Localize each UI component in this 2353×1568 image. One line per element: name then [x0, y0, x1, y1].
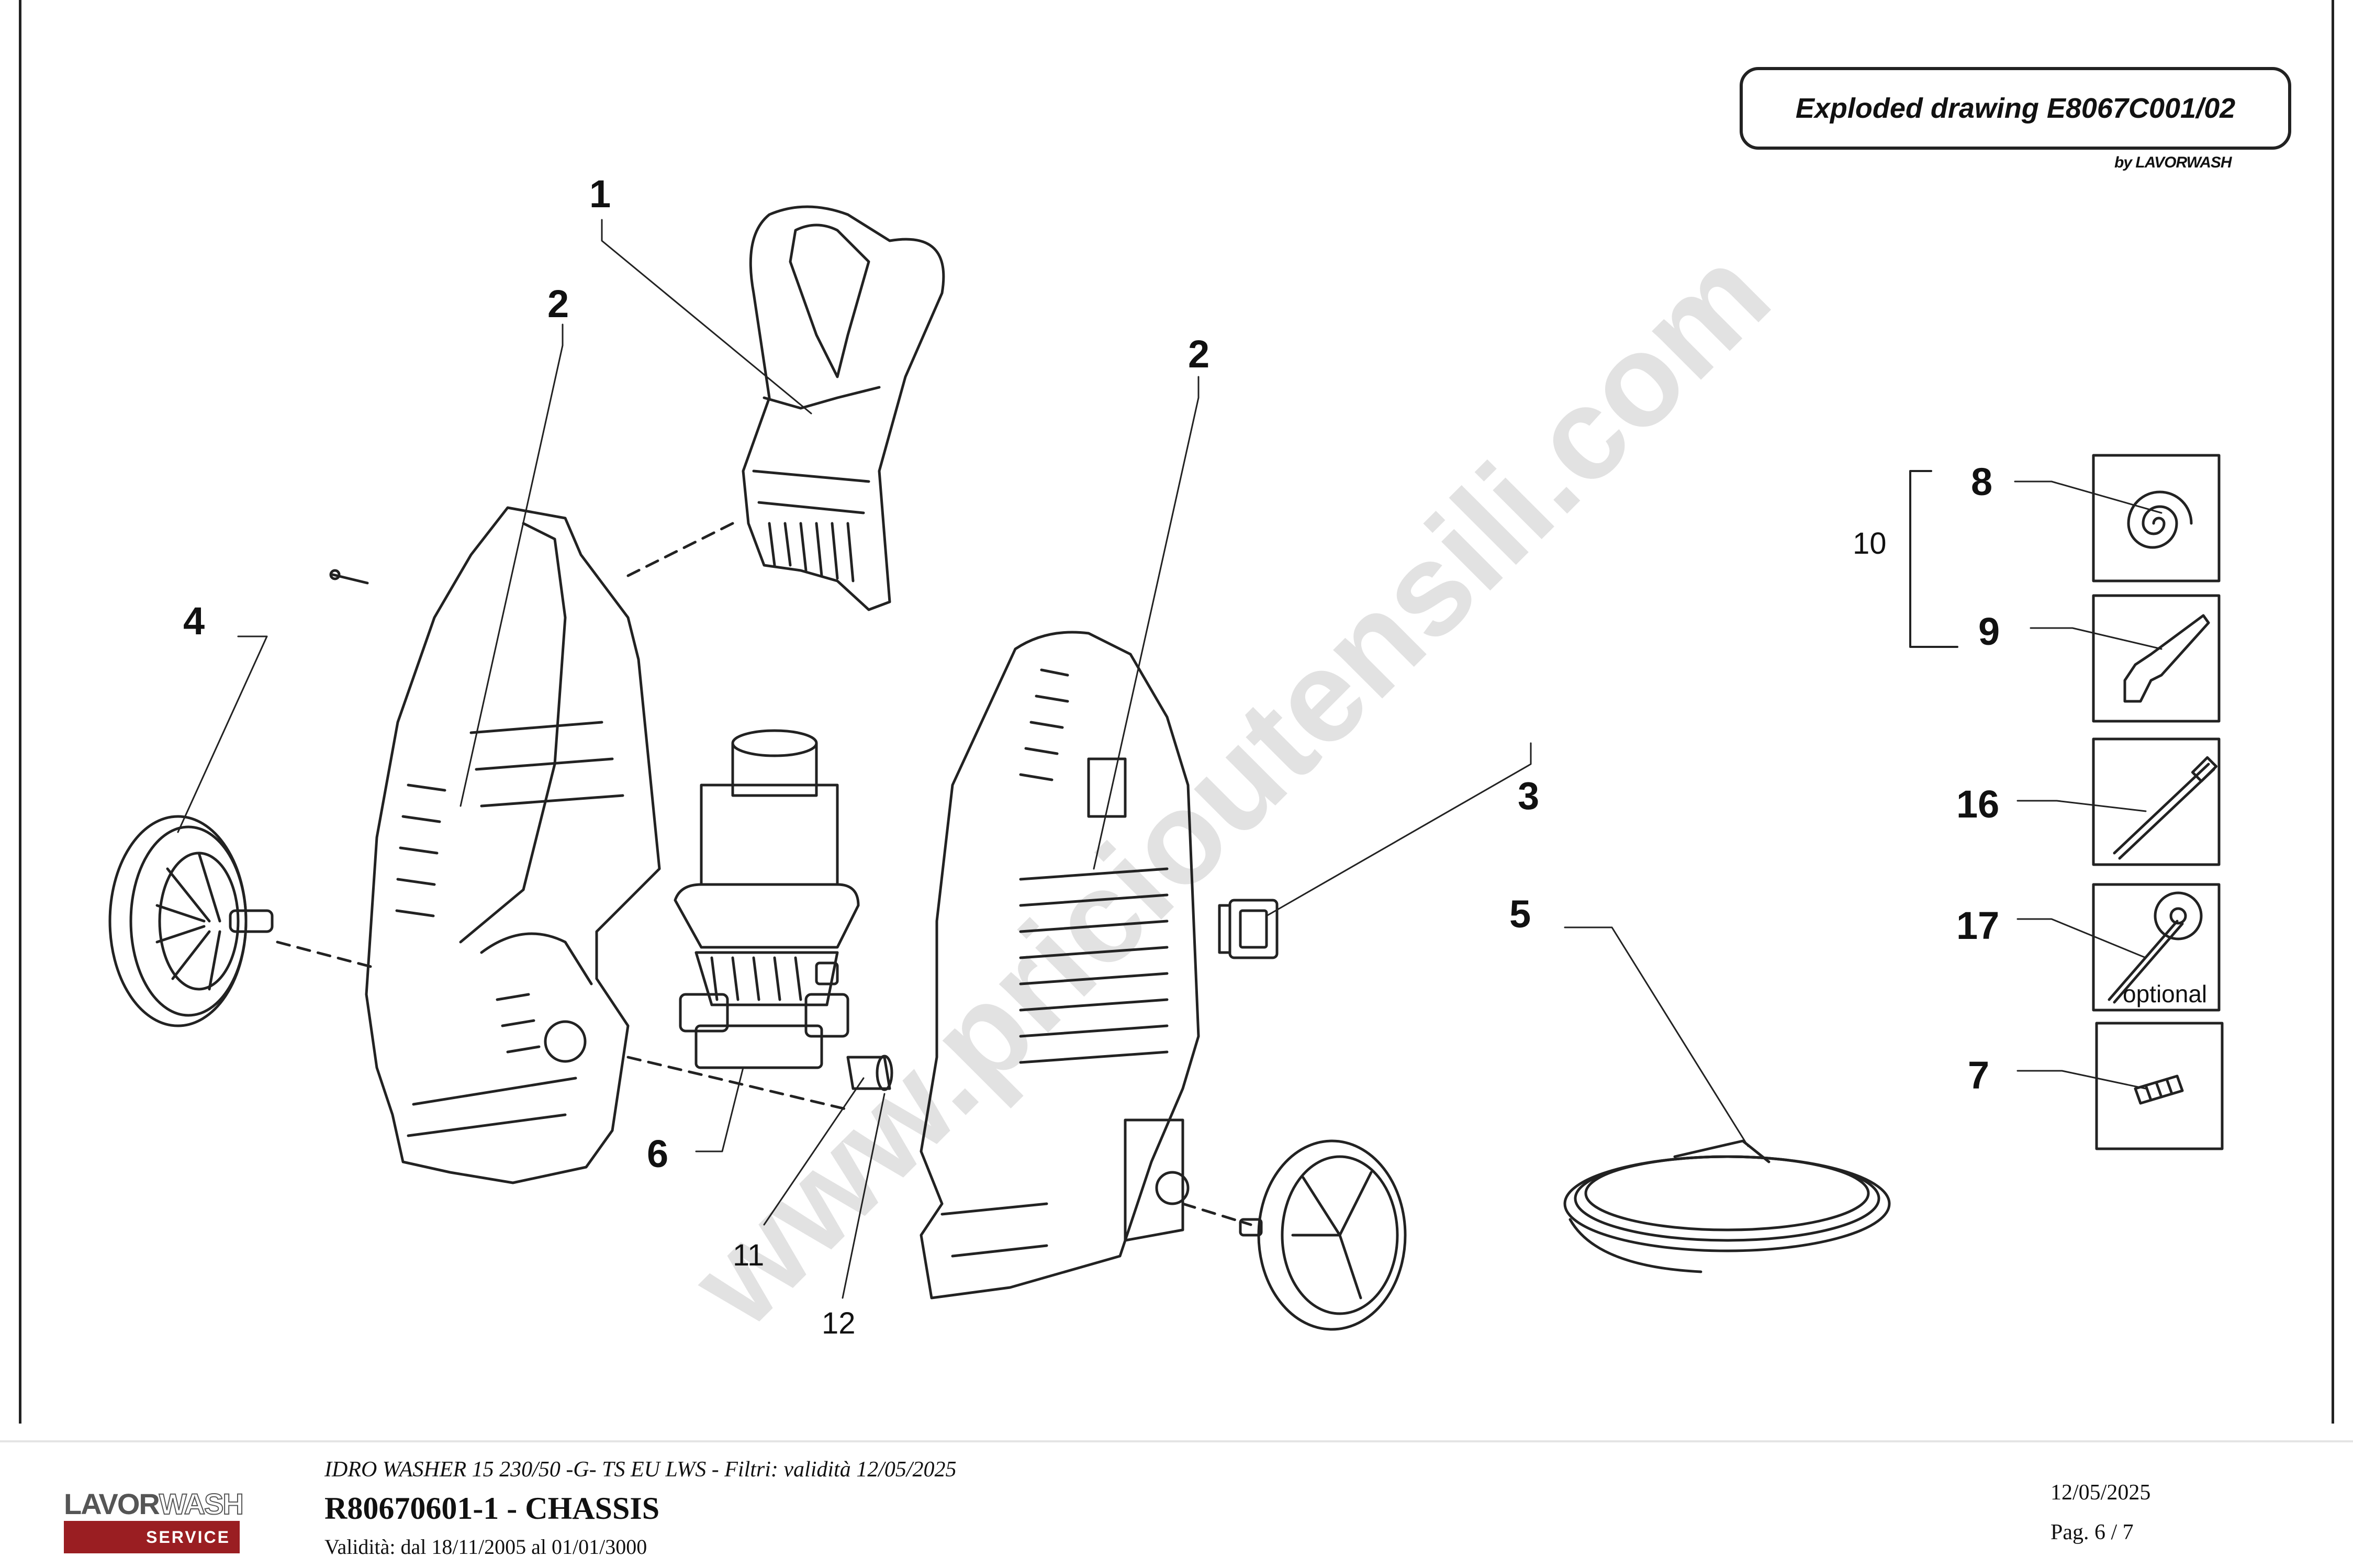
print-date: 12/05/2025	[2051, 1481, 2151, 1505]
callout-2b: 2	[1188, 332, 1210, 376]
accessory-box-17	[2092, 883, 2221, 1012]
section-code: R80670601-1 - CHASSIS	[324, 1491, 660, 1526]
callout-8: 8	[1971, 460, 1993, 503]
switch-part	[1218, 899, 1279, 959]
leader-16	[2016, 800, 2147, 812]
drawing-title: Exploded drawing E8067C001/02	[1795, 93, 2236, 124]
title-box: Exploded drawing E8067C001/02	[1740, 67, 2291, 150]
leader-7	[2016, 1070, 2147, 1090]
spray-gun-icon	[2123, 614, 2210, 703]
logo-word-lavor: LAVOR	[64, 1487, 160, 1520]
handle-dash	[626, 522, 734, 577]
logo-service-band: SERVICE	[64, 1521, 240, 1553]
left-wheel-part	[108, 815, 274, 1027]
callout-17: 17	[1956, 904, 2000, 947]
callout-3: 3	[1518, 774, 1540, 817]
callout-4: 4	[183, 599, 205, 643]
spiral-hose-icon	[2127, 490, 2193, 549]
leader-1	[601, 219, 812, 415]
callout-10: 10	[1853, 527, 1887, 561]
logo-word-wash: WASH	[159, 1487, 244, 1521]
leader-4	[177, 635, 268, 833]
rotating-nozzle-icon	[2108, 891, 2203, 1004]
footer-separator	[0, 1440, 2353, 1442]
right-wheel-part	[1239, 1139, 1407, 1331]
callout-6: 6	[647, 1132, 669, 1175]
callout-1: 1	[589, 172, 611, 216]
leader-2b	[1093, 376, 1200, 870]
leader-2a	[460, 323, 564, 807]
accessory-box-16	[2092, 737, 2221, 866]
right-housing-part	[920, 631, 1200, 1300]
drawing-frame	[19, 0, 2334, 1424]
callout-9: 9	[1978, 610, 2000, 653]
power-cable-part	[1563, 1139, 1891, 1273]
page-number: Pag. 6 / 7	[2051, 1520, 2134, 1544]
pump-dash	[626, 1056, 849, 1111]
leader-9	[2030, 627, 2162, 650]
optional-note: optional	[2123, 980, 2208, 1007]
leader-17	[2016, 918, 2147, 959]
accessory-box-9	[2092, 594, 2221, 723]
callout-16: 16	[1956, 782, 2000, 826]
callout-2a: 2	[547, 282, 569, 326]
callout-7: 7	[1968, 1054, 1990, 1097]
callout-11: 11	[733, 1238, 765, 1272]
leader-8	[2014, 480, 2162, 514]
accessory-box-7	[2095, 1022, 2224, 1150]
screw-part	[329, 569, 369, 585]
fitting-part	[846, 1055, 893, 1091]
handle-part	[742, 205, 945, 611]
pump-motor-part	[674, 729, 860, 1069]
callout-12: 12	[822, 1306, 856, 1340]
by-brand: by LAVORWASH	[2114, 154, 2232, 171]
leader-11	[763, 1077, 865, 1226]
validity-range: Validità: dal 18/11/2005 al 01/01/3000	[324, 1535, 647, 1559]
leader-5	[1564, 926, 1749, 1147]
callout-5: 5	[1509, 892, 1531, 936]
lance-icon	[2113, 756, 2218, 860]
leader-12	[842, 1093, 886, 1299]
exploded-drawing	[108, 205, 2224, 1331]
wheel-axle-dash-left	[276, 940, 378, 970]
leader-6	[695, 1067, 744, 1152]
bracket-10	[1909, 470, 1958, 648]
wheel-axle-dash-right	[1181, 1202, 1252, 1226]
nozzle-icon	[2134, 1074, 2184, 1105]
left-housing-part	[365, 506, 661, 1184]
accessory-box-8	[2092, 454, 2221, 583]
model-description: IDRO WASHER 15 230/50 -G- TS EU LWS - Fi…	[324, 1458, 957, 1482]
leader-3	[1265, 742, 1532, 917]
